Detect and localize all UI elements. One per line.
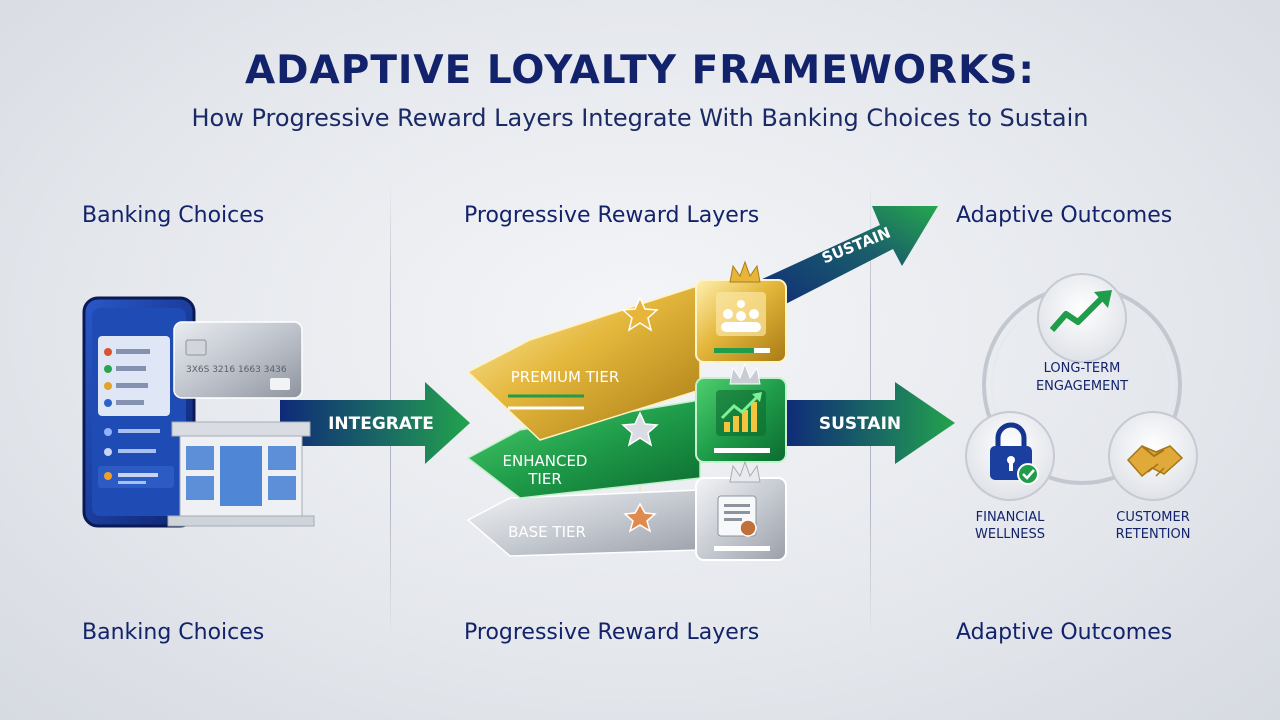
phone-icon <box>82 296 196 528</box>
column-label-adaptive-outcomes: Adaptive Outcomes <box>956 203 1173 228</box>
crown-icon <box>729 260 761 283</box>
wellness-label-line2: WELLNESS <box>975 527 1045 542</box>
engagement-label-line2: ENGAGEMENT <box>1036 379 1128 394</box>
lock-check-icon <box>990 422 1039 485</box>
enhanced-tier-label-line2: TIER <box>527 470 562 488</box>
credit-card-icon: 3X6S 3216 1663 3436 <box>173 321 303 399</box>
integrate-label: INTEGRATE <box>328 414 434 434</box>
column-label-banking-choices: Banking Choices <box>82 203 265 228</box>
premium-tier-label: PREMIUM TIER <box>511 368 620 386</box>
crown-icon <box>729 362 761 385</box>
card-number: 3X6S 3216 1663 3436 <box>186 365 287 375</box>
retention-label-line2: RETENTION <box>1116 527 1191 542</box>
sustain-arrow-middle <box>785 382 955 464</box>
sustain-label-middle: SUSTAIN <box>819 414 901 434</box>
page-title: ADAPTIVE LOYALTY FRAMEWORKS: <box>245 48 1035 93</box>
footer-label-adaptive-outcomes: Adaptive Outcomes <box>956 620 1173 645</box>
enhanced-tier-label-line1: ENHANCED <box>503 452 588 470</box>
team-icon <box>721 300 761 332</box>
page-subtitle: How Progressive Reward Layers Integrate … <box>191 104 1089 132</box>
engagement-label-line1: LONG-TERM <box>1044 361 1121 376</box>
column-label-reward-layers: Progressive Reward Layers <box>464 203 760 228</box>
star-icon <box>621 411 659 447</box>
retention-label-line1: CUSTOMER <box>1116 510 1189 525</box>
enhanced-reward-tile <box>695 377 787 463</box>
growth-chart-icon <box>720 392 762 432</box>
base-tier-label: BASE TIER <box>508 523 586 541</box>
integrate-arrow <box>280 382 470 464</box>
footer-label-banking-choices: Banking Choices <box>82 620 265 645</box>
handshake-icon <box>1126 445 1184 478</box>
bank-building-icon <box>167 421 315 527</box>
wellness-label-line1: FINANCIAL <box>976 510 1045 525</box>
document-icon <box>717 495 757 537</box>
star-icon <box>621 296 659 332</box>
trend-up-icon <box>1049 290 1112 332</box>
star-icon <box>623 502 657 533</box>
sustain-arrow-upper <box>760 206 938 312</box>
crown-icon <box>729 460 761 483</box>
footer-label-reward-layers: Progressive Reward Layers <box>464 620 760 645</box>
